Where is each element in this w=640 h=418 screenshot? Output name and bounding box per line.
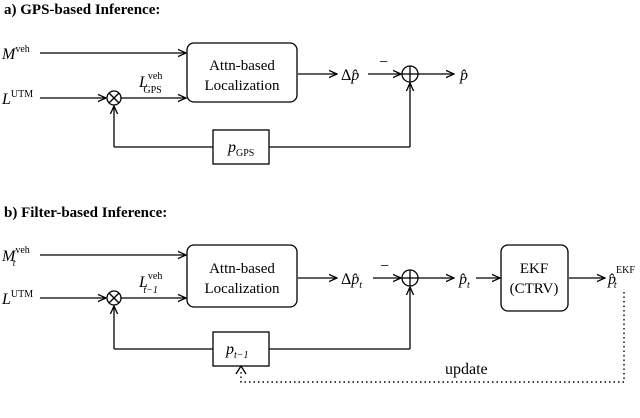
sum-operator-icon: [401, 65, 419, 83]
panel-a-model-line1: Attn-based: [209, 58, 275, 74]
panel-b-ekf-line1: EKF: [520, 261, 548, 277]
panel-a-delta-output: Δp̂: [341, 67, 359, 84]
panel-a-pose-label: pGPS: [227, 139, 254, 159]
panel-b-model-line1: Attn-based: [209, 261, 275, 277]
panel-b-mid-output: p̂t: [458, 271, 470, 291]
panel-b-minus-sign: −: [380, 258, 389, 275]
panel-a-map-input-label: Mveh: [1, 44, 30, 63]
panel-a-title: a) GPS-based Inference:: [4, 2, 160, 18]
panel-b-ekf-line2: (CTRV): [510, 281, 559, 297]
multiply-operator-icon: [106, 90, 122, 106]
panel-b-title: b) Filter-based Inference:: [4, 205, 167, 221]
panel-b-update-label: update: [445, 361, 488, 378]
panel-a-pose-box: [212, 129, 270, 165]
panel-b-model-line2: Localization: [205, 281, 280, 297]
panel-b-delta-output: Δp̂t: [341, 271, 362, 291]
panel-a-minus-sign: −: [379, 54, 388, 71]
panel-b-model-box: [186, 244, 298, 308]
b-multiply-operator-icon: [106, 290, 122, 306]
panel-b-pose-box: [212, 331, 270, 367]
panel-b-lidar-input-label: LUTM: [1, 289, 33, 308]
update-arrowhead-icon: [235, 364, 247, 375]
panel-a-model-box: [186, 42, 298, 103]
panel-a-lidar-input-label: LUTM: [1, 89, 33, 108]
update-feedback-path: [240, 292, 625, 383]
panel-b-pose-label: pt−1: [225, 341, 249, 361]
b-sum-operator-icon: [401, 269, 419, 287]
panel-a-final-output: p̂: [459, 67, 468, 84]
panel-a-model-line2: Localization: [205, 78, 280, 94]
panel-b-ekf-box: [500, 244, 569, 312]
